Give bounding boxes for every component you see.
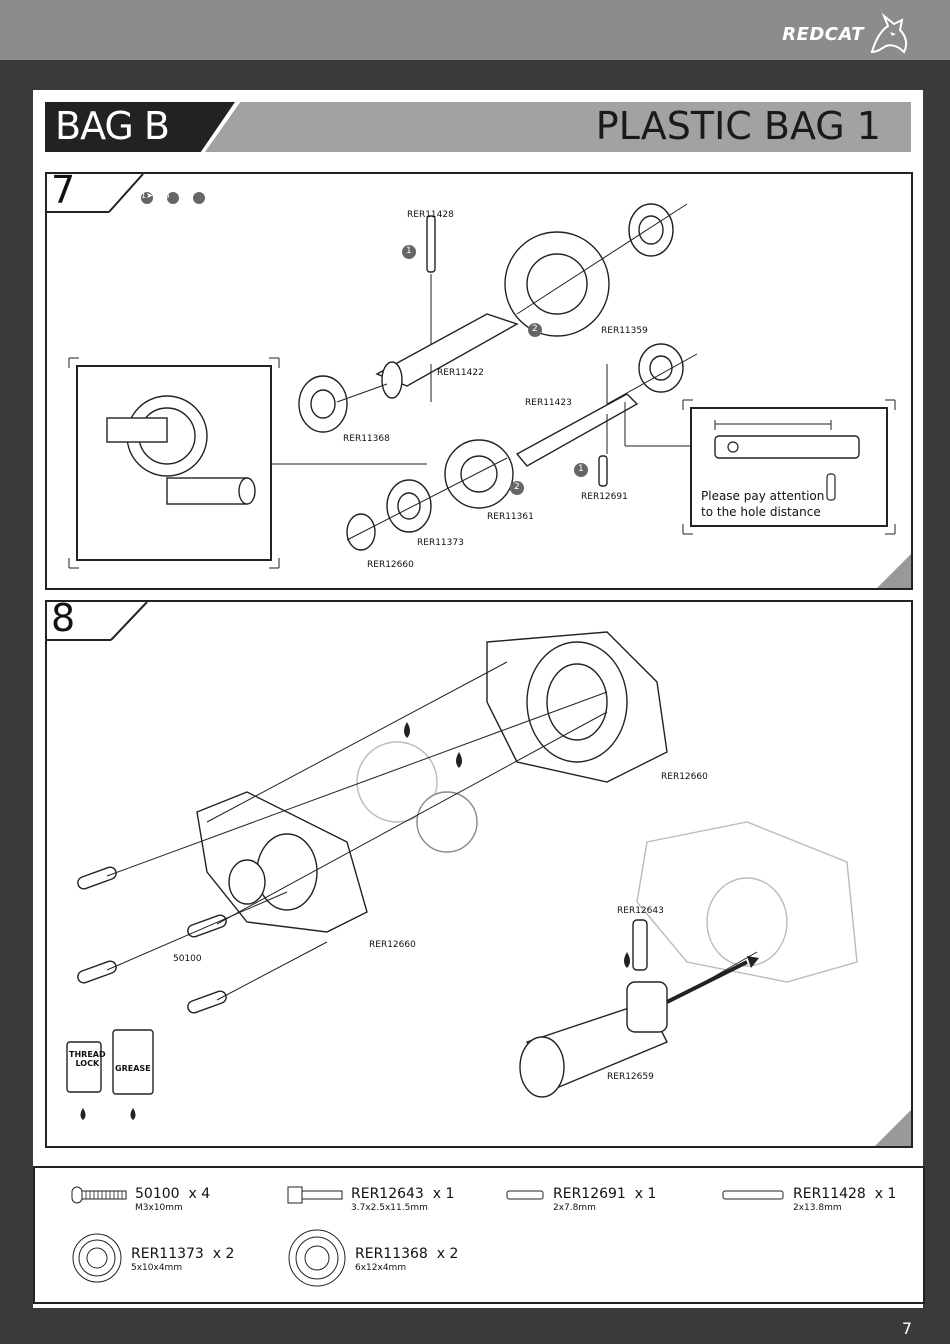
bearing-icon (288, 1229, 346, 1287)
instruction-sheet: BAG B PLASTIC BAG 1 (33, 90, 925, 1308)
step-8-diagram (47, 602, 911, 1146)
step-7-diagram (47, 174, 911, 588)
label-rer12659: RER12659 (607, 1072, 654, 1082)
pin-icon (722, 1190, 784, 1200)
hole-distance-note: Please pay attention to the hole distanc… (701, 488, 824, 520)
label-rer12691: RER12691 (581, 492, 628, 502)
part-rer11373-qty: x 2 (212, 1246, 235, 1262)
step-8-number: 8 (51, 596, 76, 640)
bag-title-box: PLASTIC BAG 1 (205, 102, 911, 152)
part-rer12643: RER12643 x 1 3.7x2.5x11.5mm (287, 1186, 454, 1213)
label-rer12660-bottom: RER12660 (369, 940, 416, 950)
top-bar: REDCAT (0, 0, 950, 60)
bag-label-box: BAG B (45, 102, 235, 152)
label-rer11361: RER11361 (487, 512, 534, 522)
part-rer12643-name: RER12643 (351, 1186, 424, 1202)
part-50100-qty: x 4 (188, 1186, 211, 1202)
note-line-2: to the hole distance (701, 505, 821, 519)
threadlock-line-1: THREAD (69, 1050, 106, 1059)
step-7-sequence: 1➤2➤3 (141, 191, 170, 200)
part-rer11368-dims: 6x12x4mm (355, 1263, 407, 1273)
part-rer12691-qty: x 1 (634, 1186, 657, 1202)
step-7-number: 7 (51, 168, 76, 212)
part-rer11428-qty: x 1 (874, 1186, 897, 1202)
part-rer11368-name: RER11368 (355, 1246, 428, 1262)
part-rer11428-dims: 2x13.8mm (793, 1203, 842, 1213)
part-50100-dims: M3x10mm (135, 1203, 183, 1213)
part-rer12643-qty: x 1 (432, 1186, 455, 1202)
threadlock-label: THREAD LOCK (69, 1050, 106, 1068)
bag-title: PLASTIC BAG 1 (595, 104, 881, 148)
wildcat-logo-icon (870, 12, 908, 54)
label-rer12660-top: RER12660 (661, 772, 708, 782)
bag-header: BAG B PLASTIC BAG 1 (45, 102, 911, 152)
part-rer11368-qty: x 2 (436, 1246, 459, 1262)
set-screw-icon (287, 1186, 343, 1204)
label-rer11423: RER11423 (525, 398, 572, 408)
part-rer12691-dims: 2x7.8mm (553, 1203, 596, 1213)
label-screw-50100: 50100 (173, 954, 202, 964)
part-rer11373: RER11373 x 2 5x10x4mm (71, 1232, 234, 1284)
part-rer12643-dims: 3.7x2.5x11.5mm (351, 1203, 428, 1213)
part-rer11428: RER11428 x 1 2x13.8mm (721, 1186, 896, 1213)
part-rer12691: RER12691 x 1 2x7.8mm (505, 1186, 656, 1213)
label-rer12643: RER12643 (617, 906, 664, 916)
parts-list: 50100 x 4 M3x10mm RER12643 x 1 3.7x2.5x11.… (33, 1164, 925, 1304)
part-rer11373-dims: 5x10x4mm (131, 1263, 183, 1273)
marker-2b: 2 (514, 482, 520, 492)
step-7-panel: 7 1➤2➤3 RER11428 RER11422 RER11359 RER11… (45, 168, 913, 590)
label-rer11422: RER11422 (437, 368, 484, 378)
bearing-icon (72, 1233, 122, 1283)
pin-icon (506, 1190, 544, 1200)
label-rer12660-step7: RER12660 (367, 560, 414, 570)
marker-2a: 2 (532, 324, 538, 334)
part-rer12691-name: RER12691 (553, 1186, 626, 1202)
label-rer11373: RER11373 (417, 538, 464, 548)
part-rer11368: RER11368 x 2 6x12x4mm (287, 1228, 458, 1288)
parts-box: 50100 x 4 M3x10mm RER12643 x 1 3.7x2.5x11.… (33, 1166, 925, 1304)
label-rer11368: RER11368 (343, 434, 390, 444)
label-rer11428: RER11428 (407, 210, 454, 220)
step-8-panel: 8 RER12660 RER12660 50100 RER12643 RER12… (45, 596, 913, 1148)
part-rer11428-name: RER11428 (793, 1186, 866, 1202)
note-line-1: Please pay attention (701, 489, 825, 503)
threadlock-line-2: LOCK (75, 1059, 100, 1068)
bag-label: BAG B (55, 104, 170, 148)
part-rer11373-name: RER11373 (131, 1246, 204, 1262)
brand-name: REDCAT (782, 23, 864, 45)
screw-icon (71, 1186, 127, 1204)
label-rer11359: RER11359 (601, 326, 648, 336)
part-50100: 50100 x 4 M3x10mm (71, 1186, 210, 1213)
marker-1a: 1 (406, 246, 412, 256)
part-50100-name: 50100 (135, 1186, 180, 1202)
grease-label: GREASE (115, 1064, 151, 1073)
marker-1b: 1 (578, 464, 584, 474)
brand-logo: REDCAT (782, 12, 910, 54)
page-number: 7 (901, 1319, 912, 1338)
